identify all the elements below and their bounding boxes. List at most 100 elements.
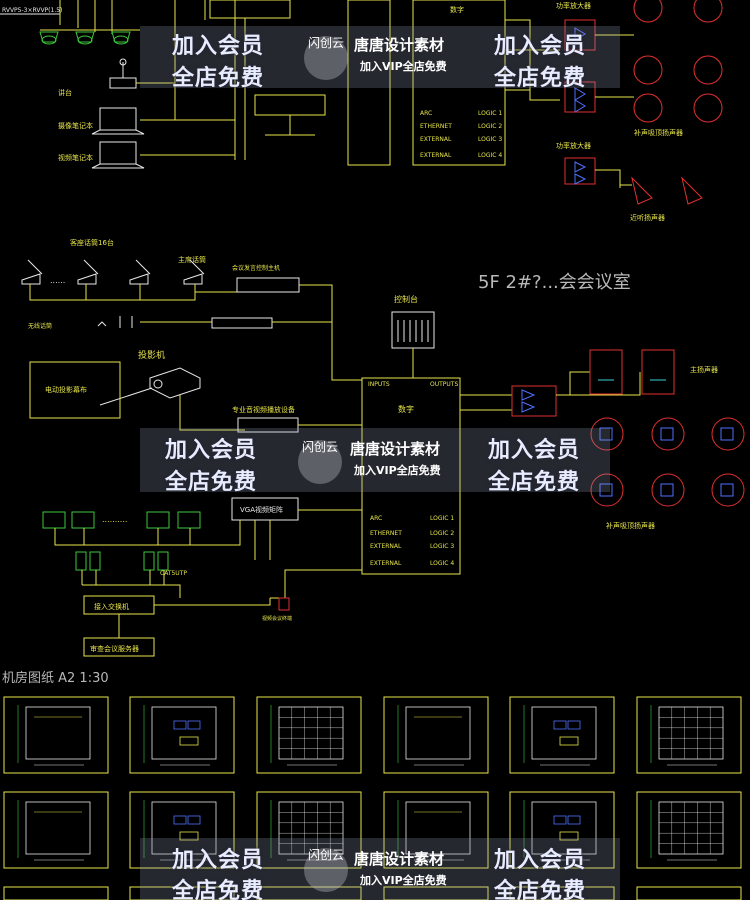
watermark-brand-mid: 唐唐设计素材 [350,440,441,458]
power-amp2-top-label: 功率放大器 [556,141,591,150]
cat5-label: CAT5UTP [160,570,187,577]
top-amp-1-tri [574,27,586,113]
svg-text:EXTERNAL: EXTERNAL [420,136,452,143]
room-sheet [3,696,109,774]
svg-text:LOGIC 2: LOGIC 2 [478,123,502,130]
near-speaker-label: 近听扬声器 [630,213,665,222]
watermark-logo-mid: 闪创云 [298,440,342,484]
watermark-free-top-left: 全店免费 [172,66,265,91]
podium-mic-icon [109,58,137,89]
room-sheet [256,886,362,900]
svg-text:..........: .......... [102,515,127,524]
watermark-band-mid [140,428,610,492]
top-rack [347,0,391,166]
room-sheet [636,886,742,900]
room-sheet [129,886,235,900]
svg-text:数字: 数字 [450,5,464,14]
room-sheet [383,886,489,900]
wireless-mic-label: 无线话筒 [28,322,52,330]
laptop2-label: 视频笔记本 [58,153,93,162]
screen-box [29,361,121,419]
watermark-brand-sub-bottom: 加入VIP全店免费 [360,874,447,887]
projector-label: 投影机 [138,349,165,361]
room-sheet [256,791,362,869]
svg-text:LOGIC 4: LOGIC 4 [478,152,502,159]
watermark-logo-bottom: 闪创云 [304,848,348,892]
screen-label: 电动投影幕布 [45,385,87,394]
svg-text:EXTERNAL: EXTERNAL [370,560,402,567]
watermark-join-bottom-right: 加入会员 [494,848,587,873]
svg-text:LOGIC 3: LOGIC 3 [478,136,502,143]
fill-speaker-label: 补声吸顶扬声器 [606,521,655,530]
room-sheet [383,791,489,869]
near-speakers [631,176,703,205]
watermark-band-top [140,26,620,88]
vga-box [231,497,299,521]
svg-text:接入交换机: 接入交换机 [94,602,129,611]
svg-text:ARC: ARC [420,110,432,117]
main-speakers [589,349,675,395]
svg-text:LOGIC 4: LOGIC 4 [430,560,454,567]
svg-text:ETHERNET: ETHERNET [420,123,452,130]
svg-text:......: ...... [50,276,65,285]
svg-text:EXTERNAL: EXTERNAL [370,543,402,550]
top-dsp-box [412,0,506,166]
power-amp-top-label: 功率放大器 [556,1,591,10]
section-title-5f: 5F 2#?...会会议室 [478,272,631,293]
main-amp [511,385,557,417]
watermark-join-top-right: 加入会员 [494,34,587,59]
svg-text:OUTPUTS: OUTPUTS [430,381,458,388]
podium-label: 讲台 [58,88,72,97]
main-dsp-box [361,377,461,575]
svg-text:ETHERNET: ETHERNET [370,530,402,537]
watermark-band-bottom [140,838,620,900]
room-sheet [383,696,489,774]
watermark-free-mid-left: 全店免费 [165,470,258,495]
svg-text:LOGIC 1: LOGIC 1 [430,515,454,522]
chair-mic-label: 主席话筒 [178,255,206,264]
svg-text:LOGIC 2: LOGIC 2 [430,530,454,537]
section-title-room: 机房图纸 A2 1:30 [2,670,109,686]
watermark-brand-top: 唐唐设计素材 [354,36,445,54]
laptop1-label: 摄像笔记本 [58,121,93,130]
watermark-join-bottom-left: 加入会员 [172,848,265,873]
wireless-receiver [97,316,273,329]
watermark-join-top-left: 加入会员 [172,34,265,59]
svg-text:LOGIC 1: LOGIC 1 [478,110,502,117]
host-unit-box [236,277,300,293]
watermark-brand-sub-mid: 加入VIP全店免费 [354,464,441,477]
room-sheet [509,886,615,900]
server-box [83,637,155,657]
conference-room-section: 客座话筒16台 主席话筒 ...... 会议发言控制主机 5F 2#?...会会… [21,238,745,657]
room-sheet [129,696,235,774]
svg-text:LOGIC 3: LOGIC 3 [430,543,454,550]
svg-text:审查会议服务器: 审查会议服务器 [90,644,139,653]
watermark-logo-top: 闪创云 [304,36,348,80]
fill-speaker-top-label: 补声吸顶扬声器 [634,128,683,137]
video-conf-label: 视频会议终端 [262,615,292,622]
watermark-free-top-right: 全店免费 [494,66,587,91]
room-sheet [509,696,615,774]
svg-text:数字: 数字 [398,404,414,414]
watermark-free-bottom-left: 全店免费 [172,879,265,900]
watermark-brand-sub-top: 加入VIP全店免费 [360,60,447,73]
laptop-icons [91,107,145,169]
main-speaker-label: 主扬声器 [690,365,718,374]
room-drawing-sheets [3,696,742,900]
room-sheet [509,791,615,869]
media-device-label: 专业音视频播放设备 [232,405,295,414]
top-code-label: RVVP5-3×RVVP(1.5) [2,7,62,14]
projector-icon [149,367,201,399]
svg-text:INPUTS: INPUTS [368,381,390,388]
mic-row-label: 客座话筒16台 [70,238,114,247]
delegate-mic-icons [21,259,205,285]
room-sheet [129,791,235,869]
room-sheet [256,696,362,774]
room-sheet [3,886,109,900]
watermark-join-mid-right: 加入会员 [488,438,581,463]
fill-speaker-circles [590,417,745,507]
watermark-free-bottom-right: 全店免费 [494,879,587,900]
svg-text:EXTERNAL: EXTERNAL [420,152,452,159]
watermark-join-mid-left: 加入会员 [165,438,258,463]
